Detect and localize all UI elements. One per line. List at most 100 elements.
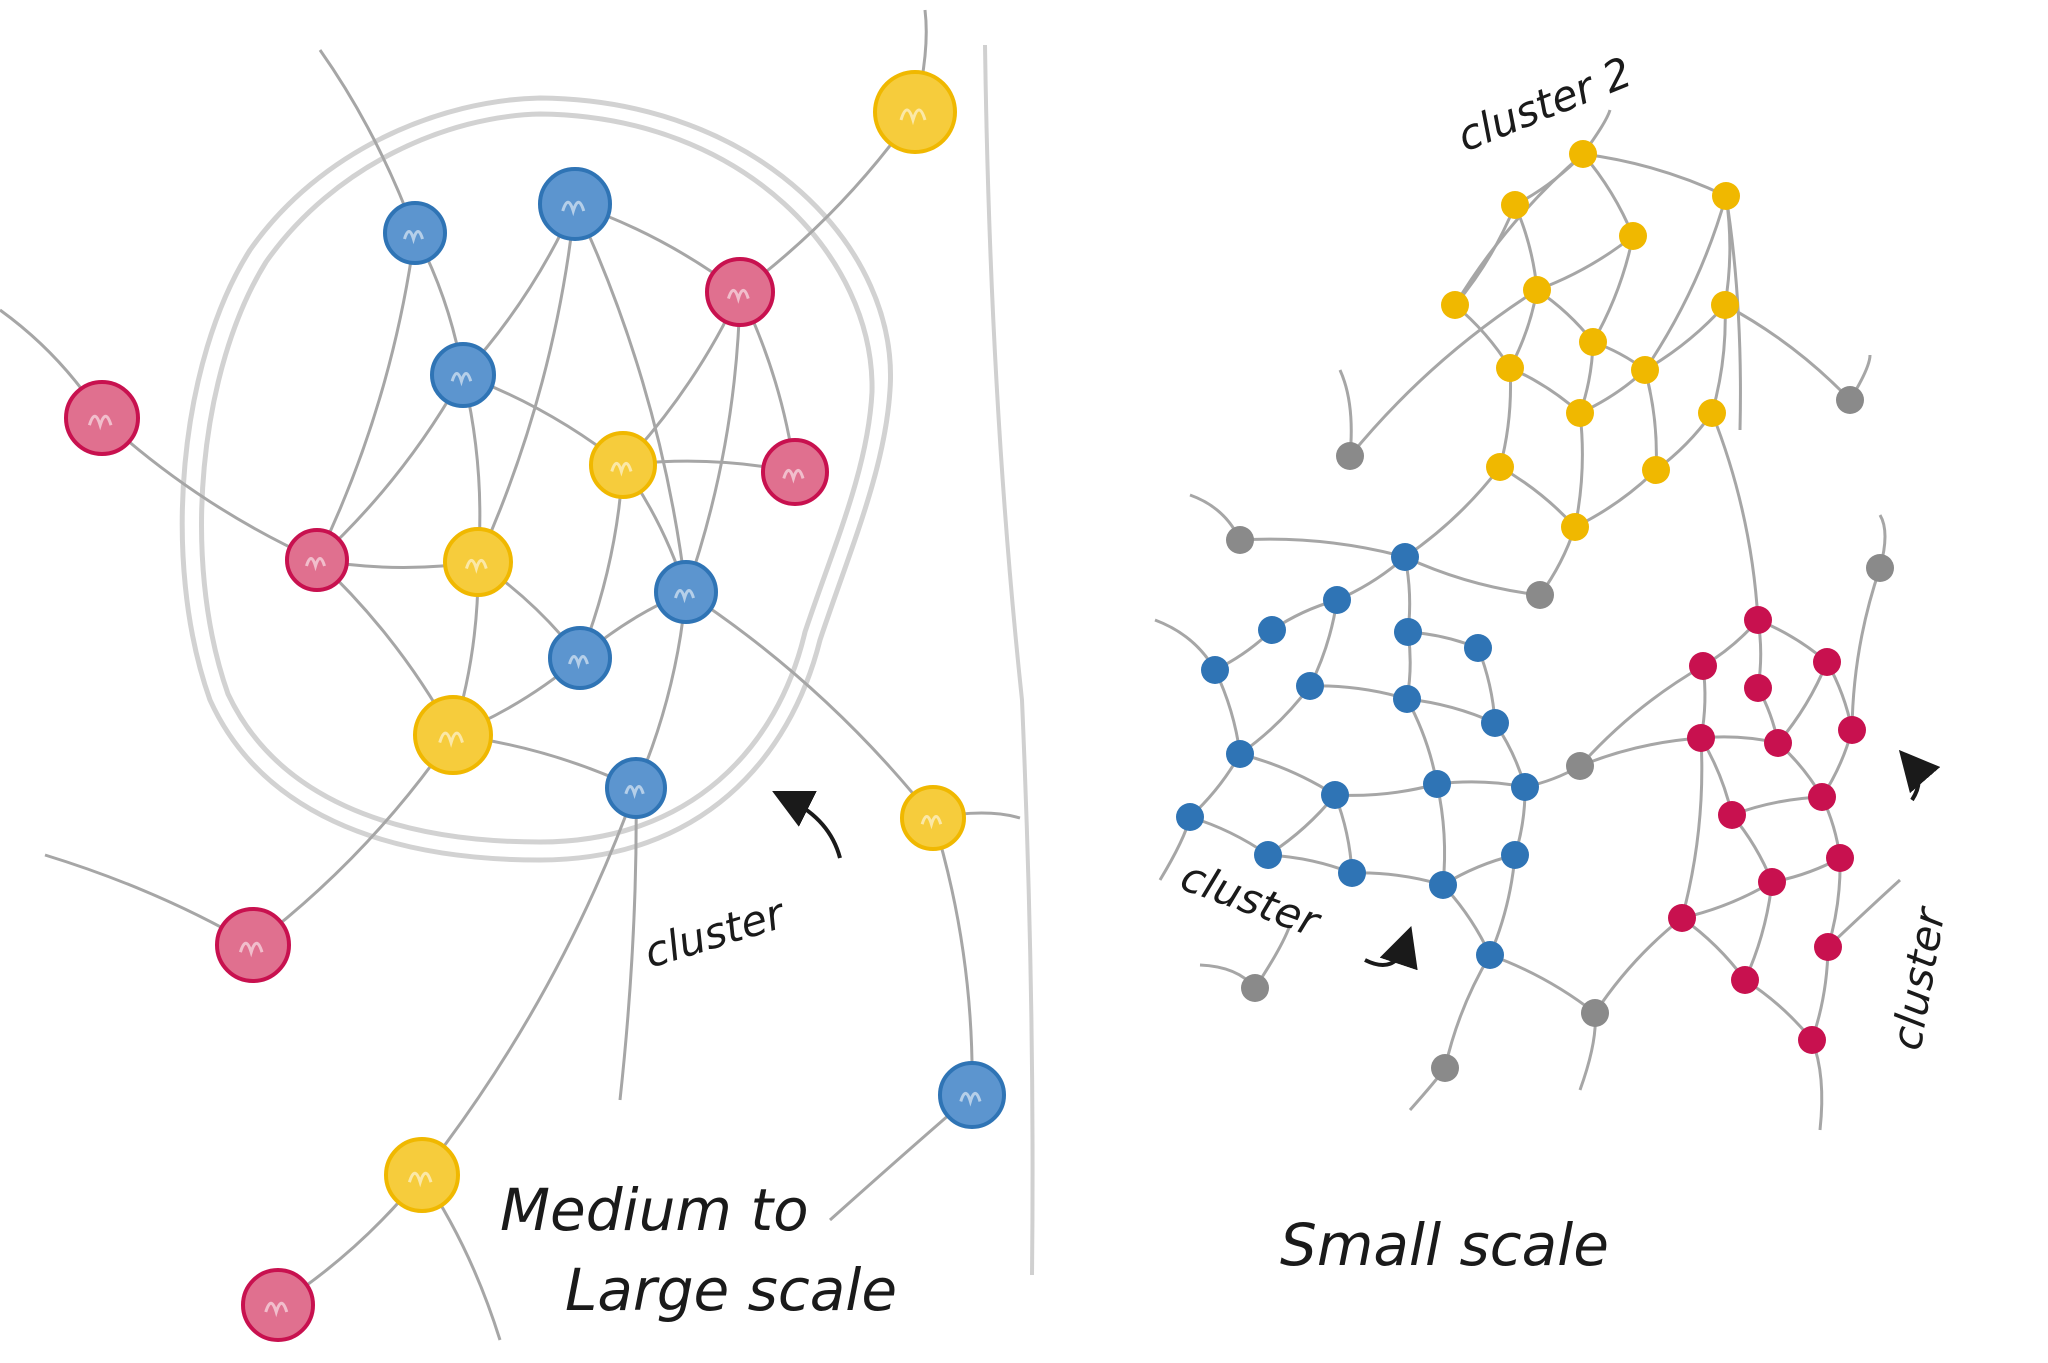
right-edge bbox=[1743, 881, 1774, 981]
right-node-grey bbox=[1581, 999, 1609, 1027]
right-node-grey bbox=[1566, 752, 1594, 780]
right-edge bbox=[1404, 466, 1502, 559]
cluster-arrow-pink bbox=[1898, 749, 1941, 802]
right-node-yellow bbox=[1631, 356, 1659, 384]
right-node-yellow bbox=[1698, 399, 1726, 427]
right-node-pink bbox=[1798, 1026, 1826, 1054]
right-node-grey bbox=[1526, 581, 1554, 609]
right-node-yellow bbox=[1486, 453, 1514, 481]
right-edge bbox=[1348, 288, 1538, 457]
right-edge bbox=[1573, 412, 1584, 528]
right-node-grey bbox=[1866, 554, 1894, 582]
right-edge bbox=[1593, 916, 1683, 1014]
left-edge bbox=[931, 817, 974, 1096]
right-edge bbox=[1498, 367, 1513, 468]
right-node-blue bbox=[1394, 618, 1422, 646]
right-node-yellow bbox=[1712, 182, 1740, 210]
left-node-yellow bbox=[413, 695, 493, 775]
right-node-blue bbox=[1423, 770, 1451, 798]
right-edge bbox=[1850, 567, 1882, 731]
left-network-edges bbox=[0, 9, 1021, 1341]
right-edge bbox=[1499, 465, 1577, 529]
right-edge bbox=[1710, 304, 1727, 414]
right-node-pink bbox=[1838, 716, 1866, 744]
right-edge bbox=[1488, 854, 1517, 956]
left-node-pink bbox=[705, 257, 775, 327]
right-edge bbox=[1710, 412, 1760, 621]
right-edge bbox=[1681, 880, 1773, 920]
right-node-blue bbox=[1464, 634, 1492, 662]
right-edge bbox=[1810, 946, 1830, 1041]
right-edge bbox=[1239, 752, 1336, 797]
right-edge bbox=[1579, 736, 1702, 768]
left-node-pink bbox=[761, 438, 829, 506]
right-node-yellow bbox=[1441, 291, 1469, 319]
right-node-blue bbox=[1501, 841, 1529, 869]
right-node-pink bbox=[1731, 966, 1759, 994]
right-node-pink bbox=[1689, 652, 1717, 680]
left-node-pink bbox=[215, 907, 291, 983]
left-edge-stub bbox=[618, 787, 638, 1101]
left-edge bbox=[476, 203, 577, 563]
right-node-grey bbox=[1226, 526, 1254, 554]
left-node-blue bbox=[548, 626, 612, 690]
right-edge bbox=[1643, 195, 1728, 371]
right-node-grey bbox=[1431, 1054, 1459, 1082]
right-node-blue bbox=[1429, 871, 1457, 899]
left-node-yellow bbox=[443, 527, 513, 597]
right-node-yellow bbox=[1501, 191, 1529, 219]
right-edge bbox=[1435, 783, 1447, 886]
panel-divider bbox=[983, 44, 1035, 1276]
right-node-grey bbox=[1836, 386, 1864, 414]
right-node-pink bbox=[1744, 674, 1772, 702]
right-node-pink bbox=[1808, 783, 1836, 811]
right-node-yellow bbox=[1569, 140, 1597, 168]
left-caption-line1: Medium to bbox=[500, 1176, 809, 1244]
right-node-blue bbox=[1323, 586, 1351, 614]
right-node-pink bbox=[1687, 724, 1715, 752]
right-edge bbox=[1309, 684, 1408, 701]
right-node-yellow bbox=[1579, 328, 1607, 356]
left-network-nodes bbox=[64, 70, 1006, 1342]
right-node-blue bbox=[1254, 841, 1282, 869]
right-node-blue bbox=[1393, 685, 1421, 713]
right-edge bbox=[1334, 782, 1438, 797]
right-node-blue bbox=[1201, 656, 1229, 684]
left-edge bbox=[420, 787, 638, 1176]
left-node-blue bbox=[605, 757, 667, 819]
right-node-blue bbox=[1176, 803, 1204, 831]
left-edge bbox=[573, 203, 688, 593]
right-edge bbox=[1453, 152, 1584, 306]
right-node-pink bbox=[1758, 868, 1786, 896]
right-node-pink bbox=[1826, 844, 1854, 872]
right-node-blue bbox=[1476, 941, 1504, 969]
left-node-blue bbox=[383, 201, 447, 265]
right-node-pink bbox=[1813, 648, 1841, 676]
right-node-yellow bbox=[1496, 354, 1524, 382]
right-edge bbox=[1680, 737, 1704, 919]
yellow-cluster-label: cluster 2 bbox=[1450, 47, 1638, 161]
left-node-blue bbox=[538, 167, 612, 241]
right-node-blue bbox=[1391, 543, 1419, 571]
right-caption: Small scale bbox=[1280, 1211, 1609, 1279]
right-node-blue bbox=[1338, 859, 1366, 887]
right-node-yellow bbox=[1566, 399, 1594, 427]
right-node-blue bbox=[1511, 773, 1539, 801]
cluster-arrow-blue bbox=[1364, 926, 1418, 971]
right-edge bbox=[1776, 661, 1829, 744]
right-node-blue bbox=[1481, 709, 1509, 737]
right-edge bbox=[1582, 152, 1727, 198]
right-node-blue bbox=[1258, 616, 1286, 644]
left-node-yellow bbox=[900, 785, 966, 851]
right-edge bbox=[1239, 537, 1406, 559]
right-edge bbox=[1443, 954, 1492, 1069]
left-node-pink bbox=[241, 1268, 315, 1342]
right-node-yellow bbox=[1561, 513, 1589, 541]
left-edge bbox=[315, 232, 417, 561]
cluster-arrow-left bbox=[772, 791, 842, 859]
right-edge bbox=[1239, 685, 1312, 756]
left-edge bbox=[685, 590, 935, 819]
left-node-yellow bbox=[384, 1137, 460, 1213]
right-node-blue bbox=[1321, 781, 1349, 809]
pink-cluster-label: cluster bbox=[1882, 902, 1956, 1054]
